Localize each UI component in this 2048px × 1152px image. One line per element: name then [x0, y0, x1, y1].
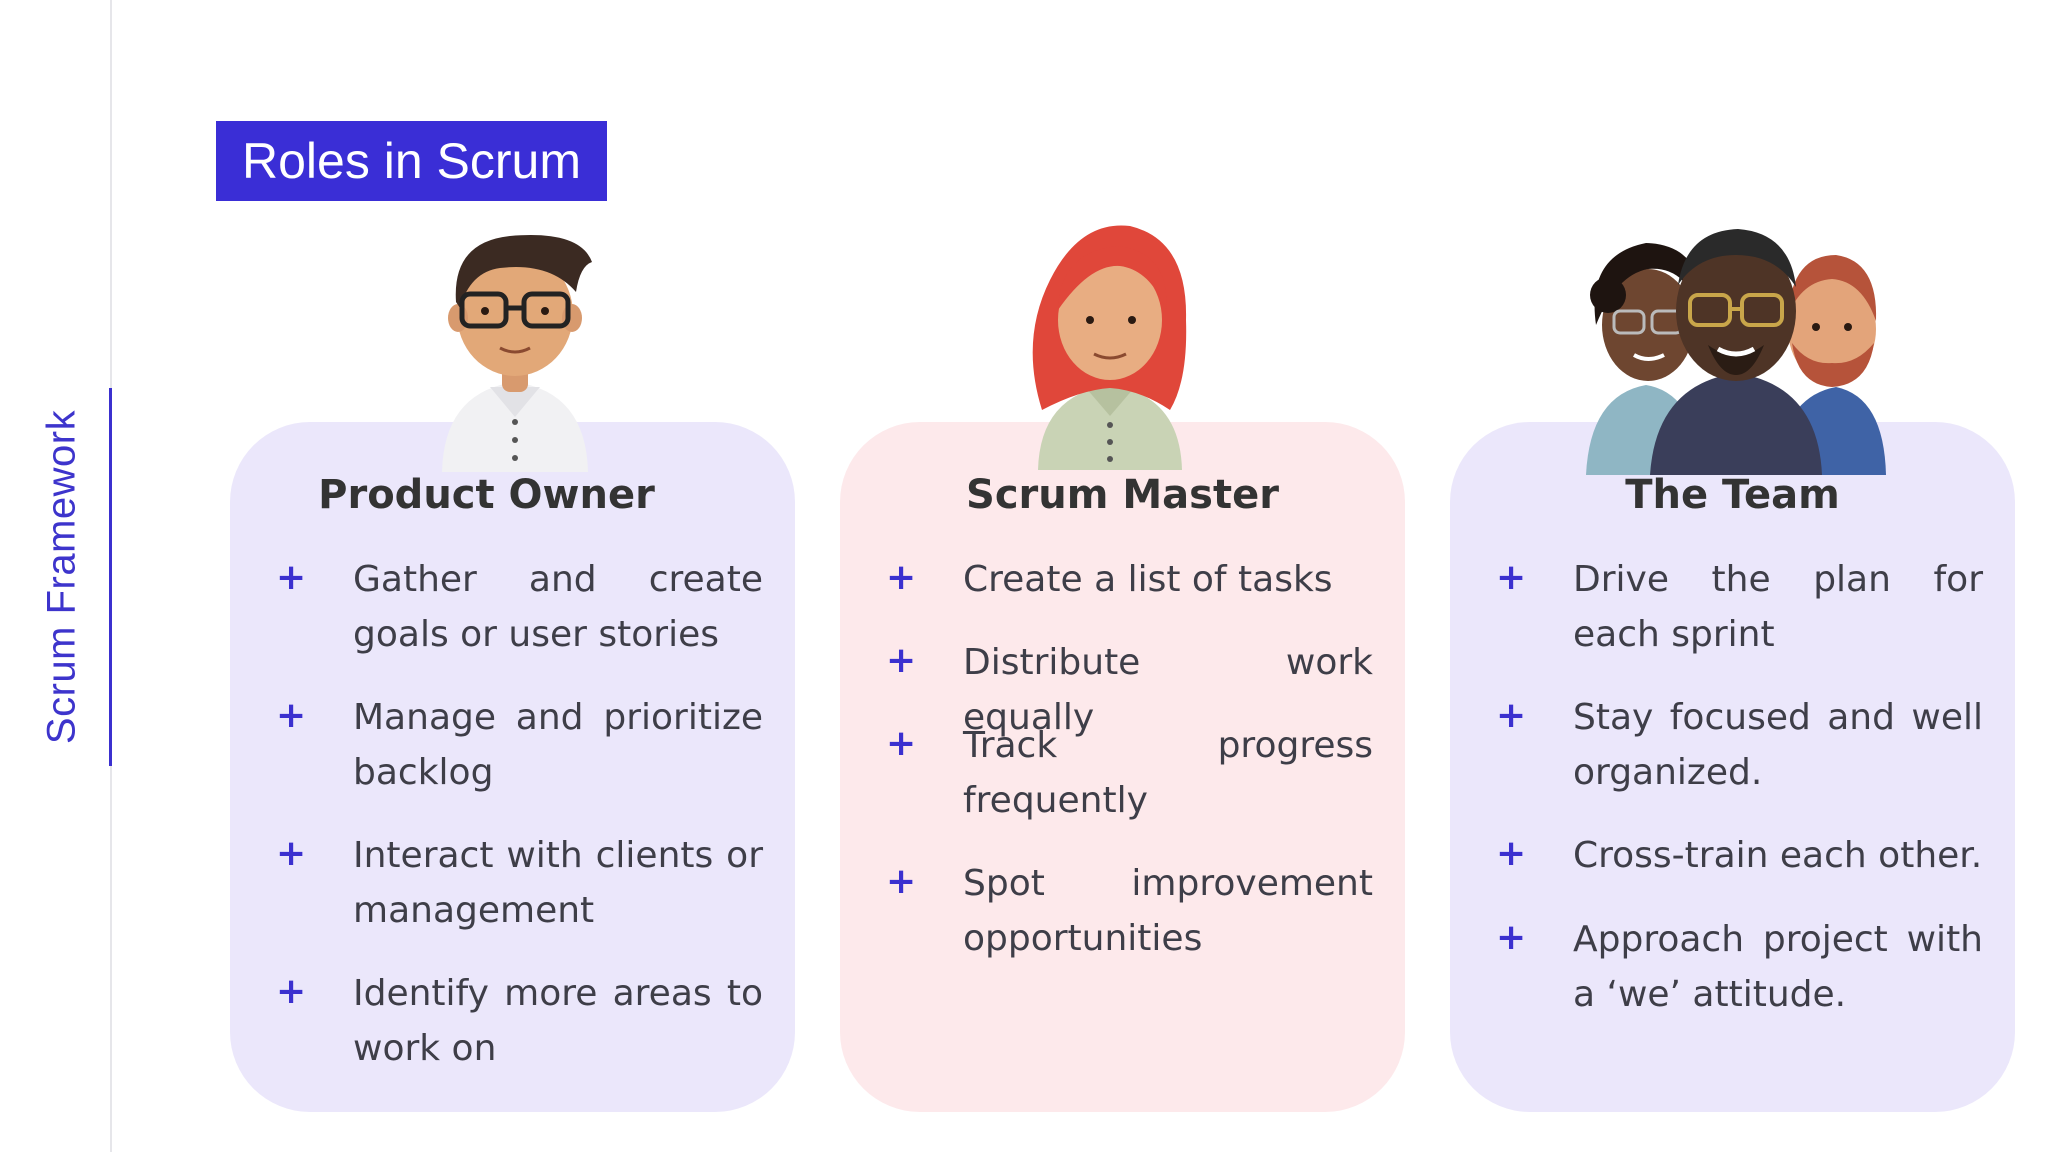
plus-icon: +: [276, 557, 307, 598]
list-item-text: Drive the plan for each sprint: [1573, 559, 1983, 655]
product-owner-avatar-icon: [442, 235, 592, 472]
list-item-text: Distribute work equally: [963, 642, 1373, 738]
list-item-text: Track progress frequently: [963, 725, 1373, 821]
list-item-text: Approach project with a ‘we’ attitude.: [1573, 919, 1983, 1015]
slide-title: Roles in Scrum: [242, 133, 581, 189]
product-owner-card: Product Owner + Gather and create goals …: [230, 422, 795, 1112]
plus-icon: +: [1496, 917, 1527, 958]
card-title: The Team: [1625, 472, 1840, 518]
plus-icon: +: [276, 833, 307, 874]
scrum-master-card: Scrum Master + Create a list of tasks + …: [840, 422, 1405, 1112]
list-item-text: Gather and create goals or user stories: [353, 559, 763, 655]
card-title: Scrum Master: [966, 472, 1279, 518]
plus-icon: +: [276, 971, 307, 1012]
list-item-text: Manage and prioritize backlog: [353, 697, 763, 793]
slide-title-box: Roles in Scrum: [216, 121, 607, 201]
list-item-text: Spot improvement opportunities: [963, 863, 1373, 959]
section-label-text: Scrum Framework: [39, 409, 84, 745]
scrum-master-avatar-icon: [1032, 225, 1187, 470]
plus-icon: +: [886, 557, 917, 598]
card-title: Product Owner: [318, 472, 655, 518]
list-item-text: Stay focused and well organized.: [1573, 697, 1983, 793]
list-item-text: Create a list of tasks: [963, 559, 1333, 600]
team-avatar-icon: [1586, 229, 1886, 475]
plus-icon: +: [276, 695, 307, 736]
list-item-text: Identify more areas to work on: [353, 973, 763, 1069]
plus-icon: +: [886, 640, 917, 681]
plus-icon: +: [886, 723, 917, 764]
list-item-text: Cross-train each other.: [1573, 835, 1983, 876]
plus-icon: +: [1496, 557, 1527, 598]
plus-icon: +: [1496, 833, 1527, 874]
team-card: The Team + Drive the plan for each sprin…: [1450, 422, 2015, 1112]
plus-icon: +: [1496, 695, 1527, 736]
left-rail-accent: [109, 388, 112, 766]
plus-icon: +: [886, 861, 917, 902]
list-item-text: Interact with clients or management: [353, 835, 763, 931]
